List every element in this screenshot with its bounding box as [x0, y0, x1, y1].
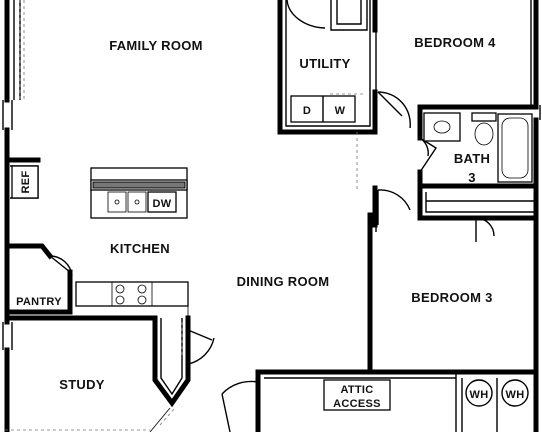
fixture-label-washer: W	[335, 105, 346, 117]
doors	[49, 0, 495, 432]
kitchen-island	[90, 167, 188, 219]
walls	[4, 0, 539, 432]
attic-access	[323, 379, 391, 411]
room-label-utility: UTILITY	[299, 56, 350, 71]
room-label-bedroom-3: BEDROOM 3	[411, 290, 492, 305]
room-label-kitchen: KITCHEN	[110, 241, 170, 256]
room-label-dining-room: DINING ROOM	[237, 274, 330, 289]
dashed-lines	[5, 0, 365, 431]
room-label-study: STUDY	[59, 377, 105, 392]
room-label-family-room: FAMILY ROOM	[109, 38, 203, 53]
fixture-label-dryer: D	[303, 105, 311, 117]
fixture-label-ref: REF	[20, 171, 32, 194]
fixture-label-water-heater-1: WH	[470, 389, 489, 401]
kitchen-counter	[75, 281, 189, 316]
room-label-bath-3-line1: BATH	[454, 151, 490, 166]
bath-fixtures	[423, 112, 533, 183]
attic-access-label-line2: ACCESS	[333, 398, 381, 410]
room-label-pantry: PANTRY	[16, 296, 62, 308]
attic-access-label-line1: ATTIC	[340, 384, 373, 396]
water-heaters	[465, 379, 529, 407]
fridge-nook	[11, 165, 39, 199]
room-label-bedroom-4: BEDROOM 4	[414, 35, 496, 50]
room-label-bath-3-line2: 3	[468, 170, 476, 185]
fixture-label-dw: DW	[153, 198, 172, 210]
washer-dryer	[290, 95, 356, 123]
fixture-label-water-heater-2: WH	[506, 389, 525, 401]
